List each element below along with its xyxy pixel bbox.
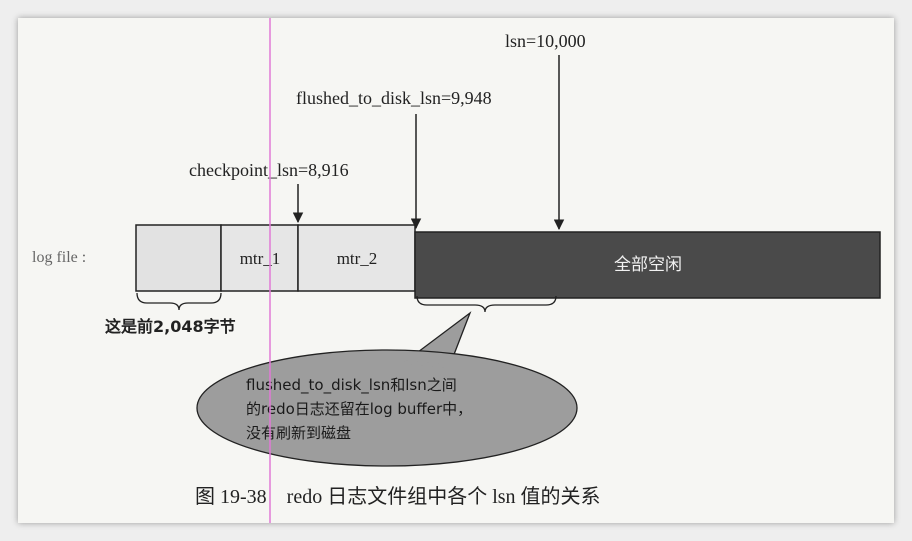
checkpoint-lsn-label: checkpoint_lsn=8,916 [189,160,349,180]
speech-bubble [196,349,578,467]
first-bytes-label: 这是前2,048字节 [105,317,236,336]
bubble-joint [403,360,447,368]
figure-caption: 图 19-38 redo 日志文件组中各个 lsn 值的关系 [195,485,601,508]
mtr1-label: mtr_1 [240,249,281,268]
flushed-lsn-label: flushed_to_disk_lsn=9,948 [296,88,492,108]
free-space-block [414,231,881,299]
header-block [135,224,222,292]
log-file-label: log file : [32,249,86,266]
mtr1-block [220,224,299,292]
free-space-label: 全部空闲 [614,255,682,275]
bubble-line-2: 的redo日志还留在log buffer中， [246,400,472,418]
first-bytes-brace [136,292,222,311]
mtr2-label: mtr_2 [337,249,378,268]
log-buffer-brace [416,295,557,313]
bubble-line-1: flushed_to_disk_lsn和lsn之间 [246,376,457,395]
mtr2-block [297,224,416,292]
bubble-line-3: 没有刷新到磁盘 [246,424,351,442]
lsn-label: lsn=10,000 [505,31,586,51]
